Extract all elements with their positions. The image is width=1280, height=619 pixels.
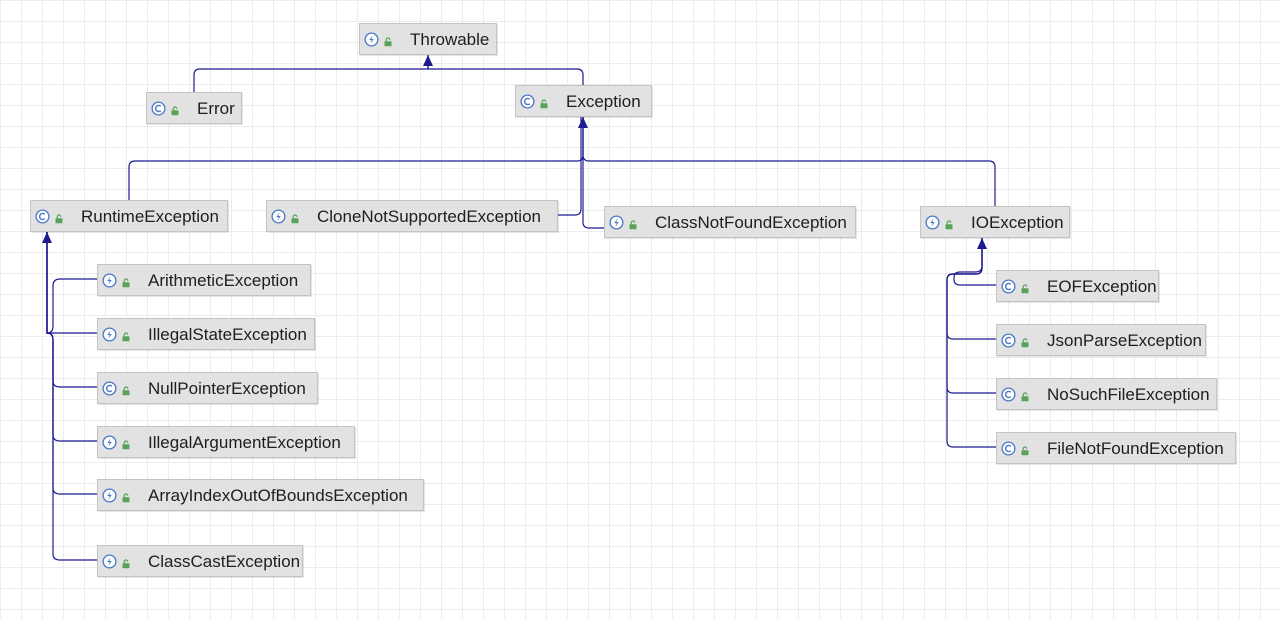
abstract-class-icon xyxy=(609,214,624,230)
edge-classcast-to-runtime xyxy=(46,232,97,561)
public-visibility-icon xyxy=(121,275,131,288)
class-c-icon xyxy=(1001,278,1016,294)
edge-nosuchfile-to-ioexception xyxy=(946,238,996,394)
node-label: ArithmeticException xyxy=(148,270,299,290)
node-null-pointer-exception[interactable]: NullPointerException xyxy=(97,372,318,404)
node-illegal-argument-exception[interactable]: IllegalArgumentException xyxy=(97,426,355,458)
node-runtime-exception[interactable]: RuntimeException xyxy=(30,200,228,232)
abstract-class-icon xyxy=(102,434,117,450)
public-visibility-icon xyxy=(121,437,131,450)
node-label: ArrayIndexOutOfBoundsException xyxy=(148,485,408,505)
edge-illegalargument-to-runtime xyxy=(46,232,97,442)
public-visibility-icon xyxy=(1020,389,1030,402)
node-array-index-out-of-bounds-exception[interactable]: ArrayIndexOutOfBoundsException xyxy=(97,479,424,511)
class-c-icon xyxy=(1001,440,1016,456)
public-visibility-icon xyxy=(1020,281,1030,294)
abstract-class-icon xyxy=(102,326,117,342)
node-arithmetic-exception[interactable]: ArithmeticException xyxy=(97,264,311,296)
node-label: ClassNotFoundException xyxy=(655,212,847,232)
node-json-parse-exception[interactable]: JsonParseException xyxy=(996,324,1206,356)
public-visibility-icon xyxy=(121,556,131,569)
edge-filenotfound-to-ioexception xyxy=(946,238,996,448)
arrowhead-exception xyxy=(578,117,588,128)
edge-error-to-throwable xyxy=(193,55,429,92)
node-illegal-state-exception[interactable]: IllegalStateException xyxy=(97,318,315,350)
edge-ioexception-to-exception xyxy=(582,117,996,206)
node-throwable[interactable]: Throwable xyxy=(359,23,497,55)
edge-runtime-to-exception xyxy=(128,117,584,200)
public-visibility-icon xyxy=(539,96,549,109)
node-label: IllegalArgumentException xyxy=(148,432,341,452)
abstract-class-icon xyxy=(271,208,286,224)
public-visibility-icon xyxy=(628,217,638,230)
node-label: RuntimeException xyxy=(81,206,219,226)
public-visibility-icon xyxy=(383,34,393,47)
class-c-icon xyxy=(35,208,50,224)
public-visibility-icon xyxy=(290,211,300,224)
node-label: Exception xyxy=(566,91,641,111)
public-visibility-icon xyxy=(121,329,131,342)
node-label: NullPointerException xyxy=(148,378,306,398)
arrowhead-runtime xyxy=(42,232,52,243)
abstract-class-icon xyxy=(102,553,117,569)
node-eof-exception[interactable]: EOFException xyxy=(996,270,1159,302)
node-label: FileNotFoundException xyxy=(1047,438,1224,458)
node-label: EOFException xyxy=(1047,276,1157,296)
abstract-class-icon xyxy=(102,272,117,288)
edge-clonenotsupported-to-exception xyxy=(558,117,582,216)
edge-arithmetic-to-runtime xyxy=(46,232,97,334)
node-label: Throwable xyxy=(410,29,490,49)
node-clone-not-supported-exception[interactable]: CloneNotSupportedException xyxy=(266,200,558,232)
public-visibility-icon xyxy=(170,103,180,116)
node-exception[interactable]: Exception xyxy=(515,85,652,117)
node-class-cast-exception[interactable]: ClassCastException xyxy=(97,545,303,577)
edge-jsonparse-to-ioexception xyxy=(946,238,996,340)
node-class-not-found-exception[interactable]: ClassNotFoundException xyxy=(604,206,856,238)
class-c-icon xyxy=(520,93,535,109)
class-c-icon xyxy=(102,380,117,396)
node-label: IOException xyxy=(971,212,1064,232)
abstract-class-icon xyxy=(364,31,379,47)
node-error[interactable]: Error xyxy=(146,92,242,124)
abstract-class-icon xyxy=(925,214,940,230)
public-visibility-icon xyxy=(1020,335,1030,348)
node-no-such-file-exception[interactable]: NoSuchFileException xyxy=(996,378,1217,410)
edge-nullpointer-to-runtime xyxy=(46,232,97,388)
edge-eof-to-ioexception xyxy=(953,238,996,286)
class-c-icon xyxy=(1001,332,1016,348)
abstract-class-icon xyxy=(102,487,117,503)
node-label: NoSuchFileException xyxy=(1047,384,1210,404)
edge-exception-to-throwable xyxy=(427,55,584,85)
class-c-icon xyxy=(151,100,166,116)
node-label: ClassCastException xyxy=(148,551,301,571)
class-c-icon xyxy=(1001,386,1016,402)
node-label: IllegalStateException xyxy=(148,324,307,344)
node-io-exception[interactable]: IOException xyxy=(920,206,1070,238)
edge-illegalstate-to-runtime xyxy=(46,232,97,334)
arrowhead-ioexception xyxy=(977,238,987,249)
edge-classnotfound-to-exception xyxy=(582,117,604,229)
public-visibility-icon xyxy=(121,383,131,396)
node-label: JsonParseException xyxy=(1047,330,1202,350)
node-label: CloneNotSupportedException xyxy=(317,206,541,226)
public-visibility-icon xyxy=(944,217,954,230)
public-visibility-icon xyxy=(1020,443,1030,456)
node-file-not-found-exception[interactable]: FileNotFoundException xyxy=(996,432,1236,464)
public-visibility-icon xyxy=(121,490,131,503)
edge-arrayindex-to-runtime xyxy=(46,232,97,495)
public-visibility-icon xyxy=(54,211,64,224)
arrowhead-throwable xyxy=(423,55,433,66)
node-label: Error xyxy=(197,98,235,118)
